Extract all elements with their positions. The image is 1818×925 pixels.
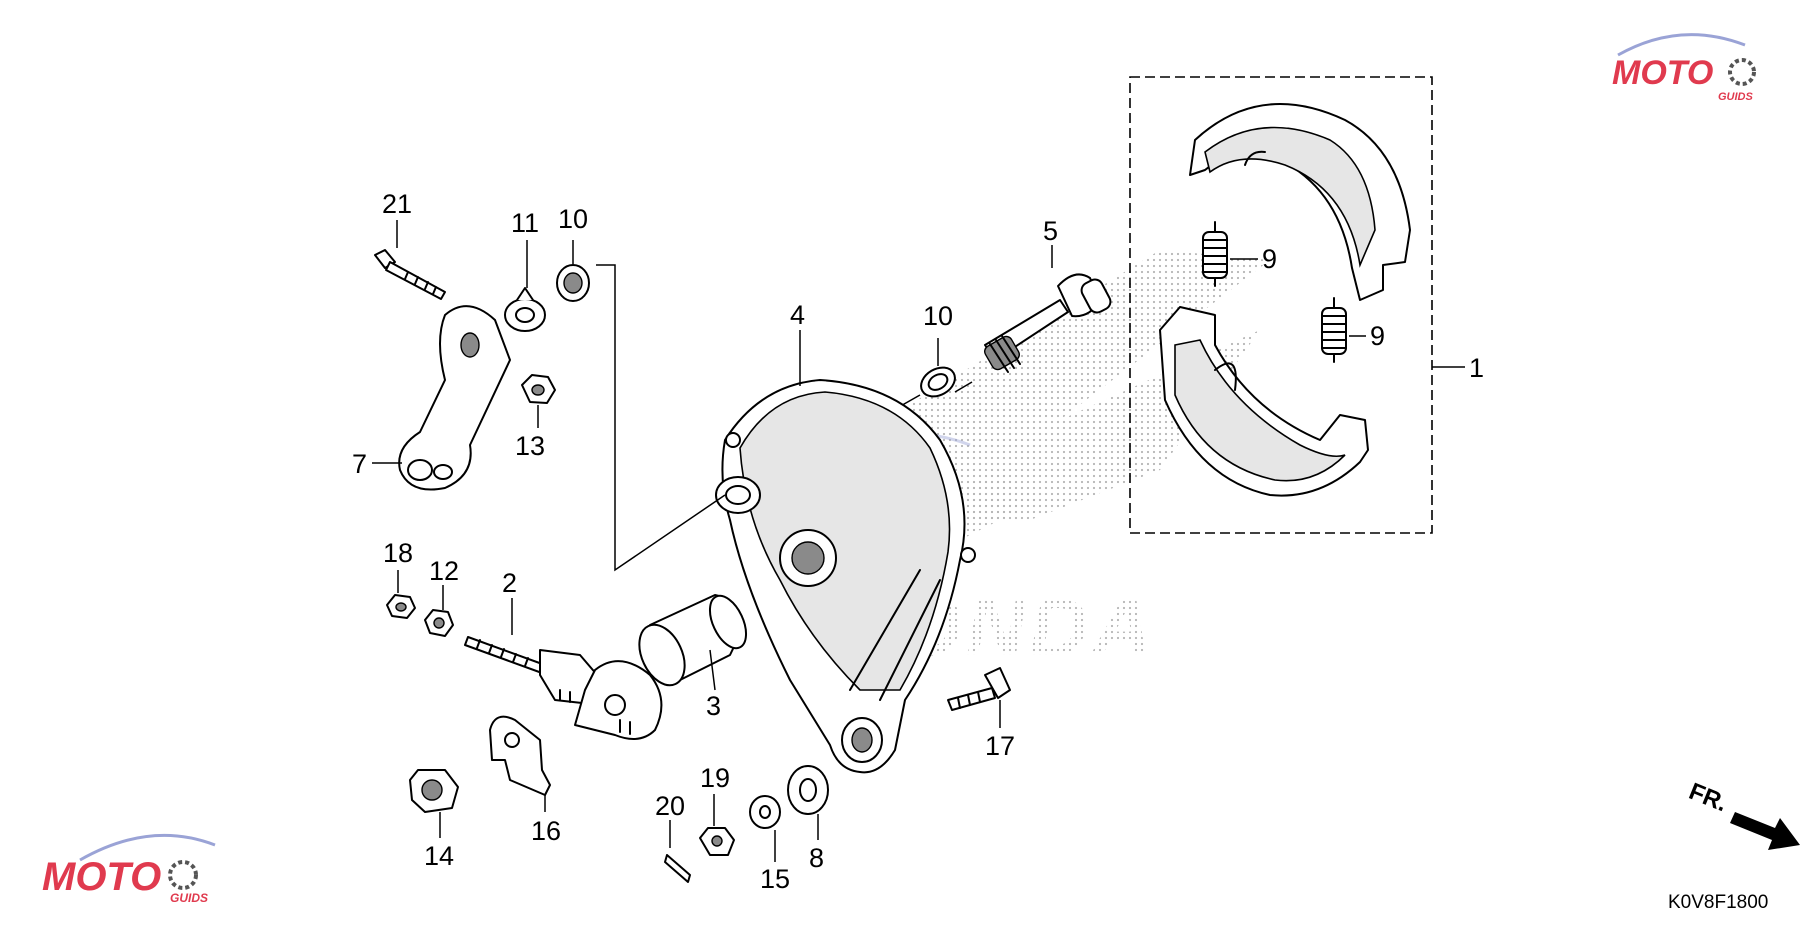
callout-12: 12 [429, 556, 459, 586]
cam-serration [984, 335, 1021, 373]
callout-5: 5 [1043, 216, 1058, 246]
watermark-subtext: GUIDS [1718, 91, 1754, 103]
watermark-text: MOTO [42, 855, 161, 899]
gear-icon [168, 860, 198, 890]
callout-1: 1 [1469, 353, 1484, 383]
watermark-bottom-left: MOTO GUIDS [42, 833, 216, 905]
plate-16 [489, 715, 551, 812]
callout-2: 2 [502, 568, 517, 598]
shoe-kit-box [1129, 76, 1433, 534]
front-label: FR. [1685, 778, 1731, 818]
callout-10-right: 10 [923, 301, 953, 331]
nut-18 [386, 570, 416, 619]
callout-20: 20 [655, 791, 685, 821]
watermark-subtext: GUIDS [170, 891, 208, 905]
adjuster-rod [464, 598, 663, 740]
arrow-icon [1730, 812, 1800, 850]
front-direction-indicator: FR. [1685, 778, 1800, 850]
nut-13 [521, 374, 556, 428]
bolt-17 [947, 667, 1011, 728]
diagram-code: K0V8F1800 [1668, 892, 1768, 913]
washer-15 [749, 795, 781, 862]
assembly-line-left [596, 264, 726, 572]
callout-16: 16 [531, 816, 561, 846]
brake-arm [372, 305, 511, 491]
callout-11: 11 [511, 208, 539, 238]
callout-17: 17 [985, 731, 1015, 761]
bolt-21 [374, 220, 446, 300]
callout-18: 18 [383, 538, 413, 568]
callout-19: 19 [700, 763, 730, 793]
gear-icon [1728, 58, 1756, 86]
washer-10-right [889, 338, 973, 413]
cotter-pin-20 [664, 820, 691, 883]
nut-12 [424, 585, 454, 637]
spring-lower [1321, 297, 1366, 363]
collar-3 [638, 594, 748, 691]
callout-9-lower: 9 [1370, 321, 1385, 351]
brake-cam [984, 245, 1112, 373]
callout-labels: 1 2 3 4 5 7 8 9 9 10 10 11 12 13 14 15 1… [352, 189, 1484, 894]
brake-shoe-lower [1159, 306, 1369, 497]
callout-14: 14 [424, 841, 454, 871]
callout-4: 4 [790, 300, 805, 330]
callout-13: 13 [515, 431, 545, 461]
washer-11 [504, 240, 546, 332]
callout-3: 3 [706, 691, 721, 721]
nut-19 [699, 794, 735, 856]
callout-15: 15 [760, 864, 790, 894]
brake-shoe-upper [1189, 103, 1411, 301]
nut-14 [409, 769, 459, 838]
callout-8: 8 [809, 843, 824, 873]
spring-upper [1202, 221, 1258, 287]
callout-21: 21 [382, 189, 412, 219]
seal-10-left [556, 240, 590, 302]
callout-10-left: 10 [558, 204, 588, 234]
callout-7: 7 [352, 449, 367, 479]
watermark-top-right: MOTO GUIDS [1612, 33, 1756, 103]
watermark-text: MOTO [1612, 54, 1713, 92]
washer-8 [787, 765, 829, 840]
callout-9-upper: 9 [1262, 244, 1277, 274]
brake-panel [715, 330, 976, 774]
